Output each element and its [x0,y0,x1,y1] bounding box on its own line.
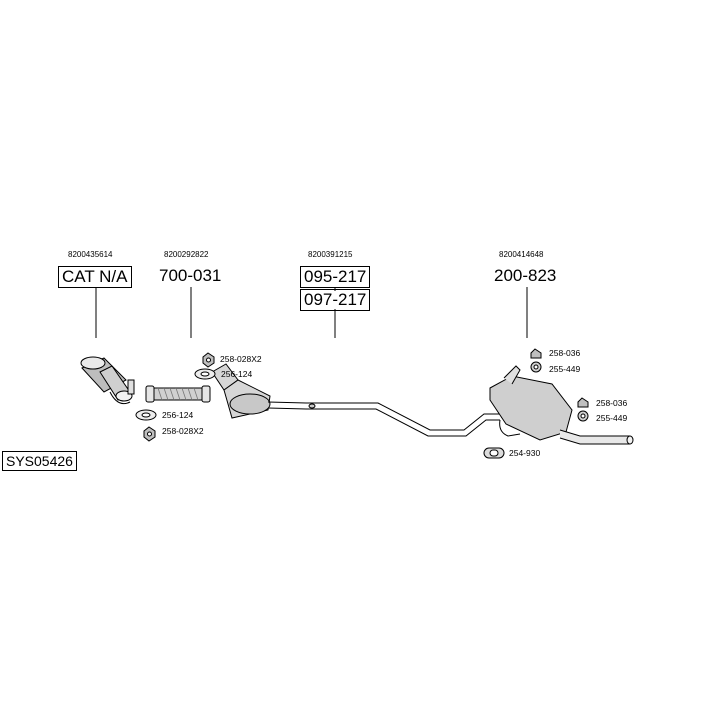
fitting-label-mount-2[interactable]: 258-036 [596,398,628,408]
front-pipe [211,363,307,419]
fitting-label-rubber-2[interactable]: 255-449 [596,413,628,423]
oem-number-200-823: 8200414648 [499,250,544,259]
fitting-label-mount-1[interactable]: 258-036 [549,348,581,358]
fitting-label-rubber-1[interactable]: 255-449 [549,364,581,374]
fitting-label-nut-cat[interactable]: 258-028X2 [162,426,204,436]
nut-icon-2 [143,426,156,442]
fitting-label-gasket-cat[interactable]: 256-124 [162,410,194,420]
clamp-icon [483,447,505,459]
mount-icon-1 [530,348,542,359]
fitting-label-gasket-front[interactable]: 256-124 [221,369,253,379]
part-number-095-217[interactable]: 095-217 [300,266,371,288]
system-code-label: SYS05426 [2,451,77,471]
oem-number-095-217: 8200391215 [308,250,353,259]
nut-icon-1 [202,352,215,368]
part-number-097-217[interactable]: 097-217 [300,289,371,311]
fitting-label-clamp[interactable]: 254-930 [509,448,541,458]
rear-silencer [489,365,634,445]
oem-number-700-031: 8200292822 [164,250,209,259]
part-number-cat[interactable]: CAT N/A [58,266,132,288]
fitting-label-nut-front[interactable]: 258-028X2 [220,354,262,364]
catalytic-converter [80,356,135,405]
rubber-mount-icon-2 [577,410,589,422]
middle-pipe [306,402,503,437]
gasket-icon-1 [194,368,216,380]
part-number-700-031[interactable]: 700-031 [159,266,222,285]
part-number-200-823[interactable]: 200-823 [494,266,557,285]
rubber-mount-icon-1 [530,361,542,373]
mount-icon-2 [577,397,589,408]
oem-number-cat: 8200435614 [68,250,113,259]
flexi-pipe [145,385,211,403]
gasket-icon-2 [135,409,157,421]
